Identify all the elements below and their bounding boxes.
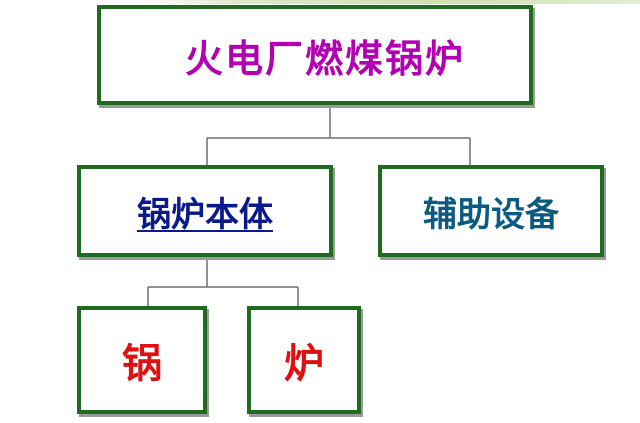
lu-node: 炉: [247, 306, 361, 414]
boiler-body-link[interactable]: 锅炉本体: [137, 194, 273, 235]
lu-label: 炉: [284, 341, 324, 387]
guo-node: 锅: [77, 306, 207, 414]
auxiliary-equipment-node: 辅助设备: [378, 165, 604, 257]
guo-label: 锅: [122, 341, 162, 387]
boiler-body-node[interactable]: 锅炉本体: [77, 165, 333, 257]
top-strip: [140, 0, 640, 4]
auxiliary-equipment-label: 辅助设备: [423, 194, 559, 235]
root-node-label: 火电厂燃煤锅炉: [184, 36, 465, 81]
root-node: 火电厂燃煤锅炉: [97, 5, 533, 105]
